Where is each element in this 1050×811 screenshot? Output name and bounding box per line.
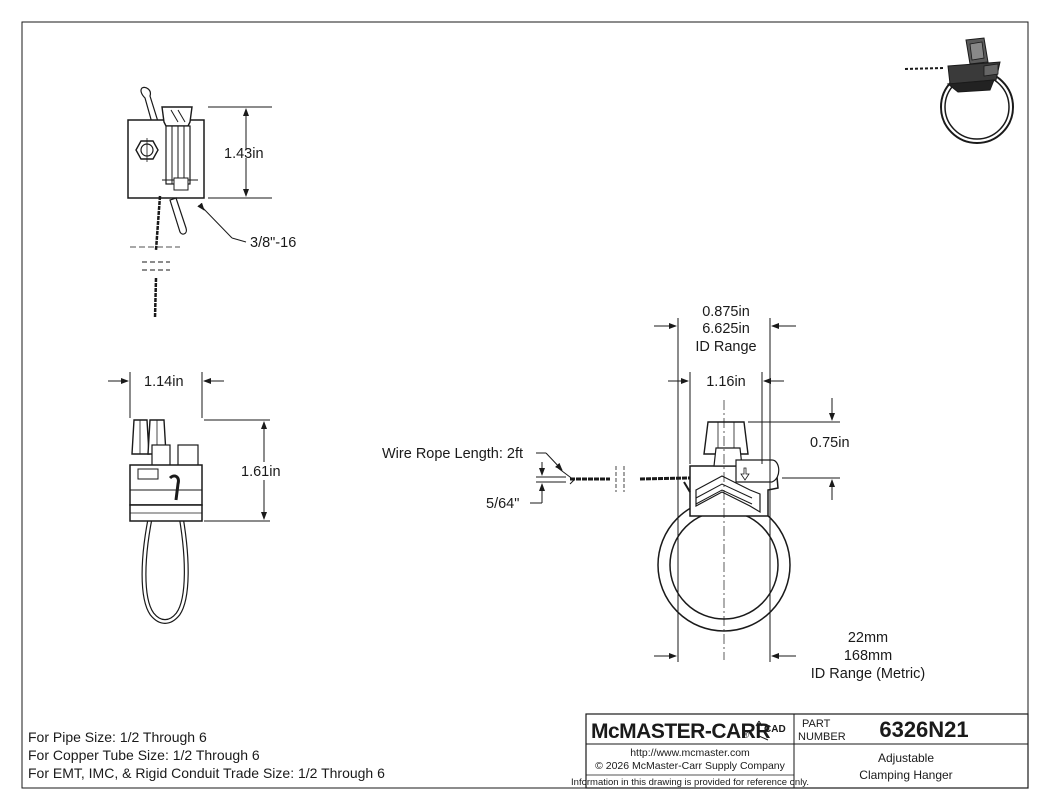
dim-label-id-range-metric: ID Range (Metric)	[811, 666, 925, 682]
dim-id-range	[654, 318, 796, 662]
cad-label: CAD	[764, 724, 786, 735]
sheet-border	[21, 21, 1029, 789]
dim-front-width	[668, 372, 784, 464]
dim-side-width	[108, 372, 224, 418]
dim-label-clamp-height: 0.75in	[810, 435, 850, 451]
dim-label-wire-length: Wire Rope Length: 2ft	[382, 446, 523, 462]
part-number: 6326N21	[879, 717, 968, 742]
front-view	[557, 400, 791, 660]
description-line-1: Adjustable	[878, 751, 934, 765]
dim-label-id-range: ID Range	[695, 339, 756, 355]
dim-label-front-width: 1.16in	[706, 374, 746, 390]
part-number-label-1: PART	[802, 718, 831, 730]
dim-wire-dia	[530, 462, 566, 504]
description-line-2: Clamping Hanger	[859, 768, 952, 782]
note-pipe-size: For Pipe Size: 1/2 Through 6	[28, 729, 207, 745]
dim-label-top-height: 1.43in	[224, 146, 264, 162]
dim-label-side-height: 1.61in	[241, 464, 281, 480]
dim-label-wire-dia: 5/64"	[486, 496, 519, 512]
note-copper-tube-size: For Copper Tube Size: 1/2 Through 6	[28, 747, 260, 763]
dim-label-id-min-mm: 22mm	[848, 630, 888, 646]
dim-top-height	[197, 106, 272, 243]
side-view	[129, 419, 203, 624]
copyright: © 2026 McMaster-Carr Supply Company	[595, 760, 786, 772]
dim-label-id-min-in: 0.875in	[702, 304, 750, 320]
top-view	[127, 86, 205, 319]
dim-side-height	[204, 419, 270, 522]
dim-label-side-width: 1.14in	[144, 374, 184, 390]
dim-label-id-max-in: 6.625in	[702, 321, 750, 337]
dim-label-thread: 3/8"-16	[250, 235, 296, 251]
registered-mark: ®	[742, 730, 749, 741]
disclaimer: Information in this drawing is provided …	[571, 777, 809, 788]
part-number-label-2: NUMBER	[798, 731, 846, 743]
url: http://www.mcmaster.com	[630, 747, 750, 759]
dim-clamp-height	[748, 398, 840, 500]
cad-icon	[755, 720, 769, 741]
dim-label-id-max-mm: 168mm	[844, 648, 892, 664]
title-block	[585, 713, 1029, 789]
isometric-thumbnail	[904, 37, 1014, 144]
note-conduit-size: For EMT, IMC, & Rigid Conduit Trade Size…	[28, 765, 385, 781]
brand-logo: McMASTER-CARR	[591, 720, 770, 743]
leader-wire-length	[536, 452, 563, 471]
